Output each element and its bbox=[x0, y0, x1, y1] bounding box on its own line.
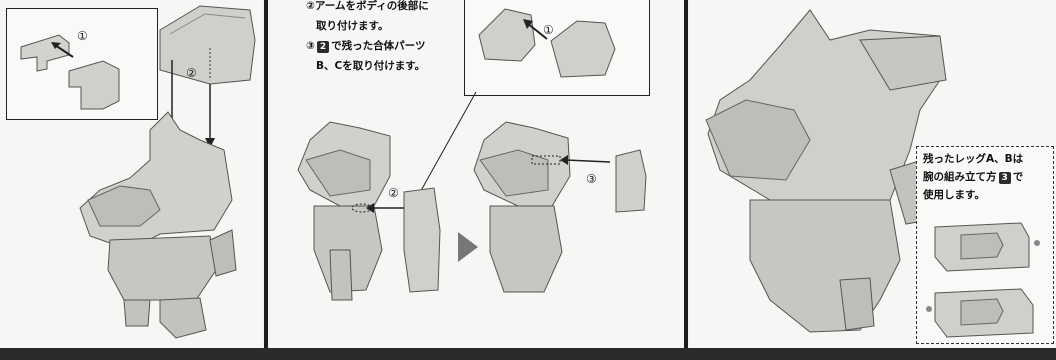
panel-divider-left bbox=[264, 0, 268, 348]
parts-combine-illustration bbox=[478, 8, 616, 78]
inset-marker-1: ① bbox=[543, 23, 554, 37]
instruction-line-4: B、Cを取り付けます。 bbox=[316, 60, 426, 72]
instruction-line-2: 取り付けます。 bbox=[316, 20, 389, 32]
step-marker-2: ② bbox=[186, 66, 197, 80]
step-panel-left: ① ② bbox=[0, 0, 262, 348]
note-line-2-tail: で bbox=[1012, 171, 1024, 183]
panel-divider-right bbox=[684, 0, 688, 348]
detail-inset-left: ① bbox=[6, 8, 158, 120]
step-number-3: ③ bbox=[306, 40, 315, 52]
note-line-2-text: 腕の組み立て方 bbox=[923, 171, 997, 183]
instruction-line-3-text: で残った合体パーツ bbox=[331, 40, 426, 52]
step-marker-1: ① bbox=[77, 29, 88, 43]
robot-torso-left-illustration bbox=[79, 5, 256, 339]
leg-parts-illustration bbox=[926, 222, 1040, 338]
instruction-line-1: ②アームをボディの後部に bbox=[306, 0, 429, 12]
note-step-badge: 3 bbox=[998, 172, 1011, 184]
note-line-3: 使用します。 bbox=[923, 189, 985, 201]
detail-inset-middle: ① bbox=[464, 0, 650, 96]
assembly-marker-3: ③ bbox=[586, 172, 597, 186]
bottom-bar bbox=[0, 348, 1056, 360]
assembly-illustration bbox=[297, 91, 647, 301]
arm-attach-illustration bbox=[20, 34, 120, 110]
note-line-1: 残ったレッグA、Bは bbox=[923, 153, 1024, 165]
step-badge: 2 bbox=[316, 41, 330, 53]
assembly-marker-2: ② bbox=[388, 186, 399, 200]
